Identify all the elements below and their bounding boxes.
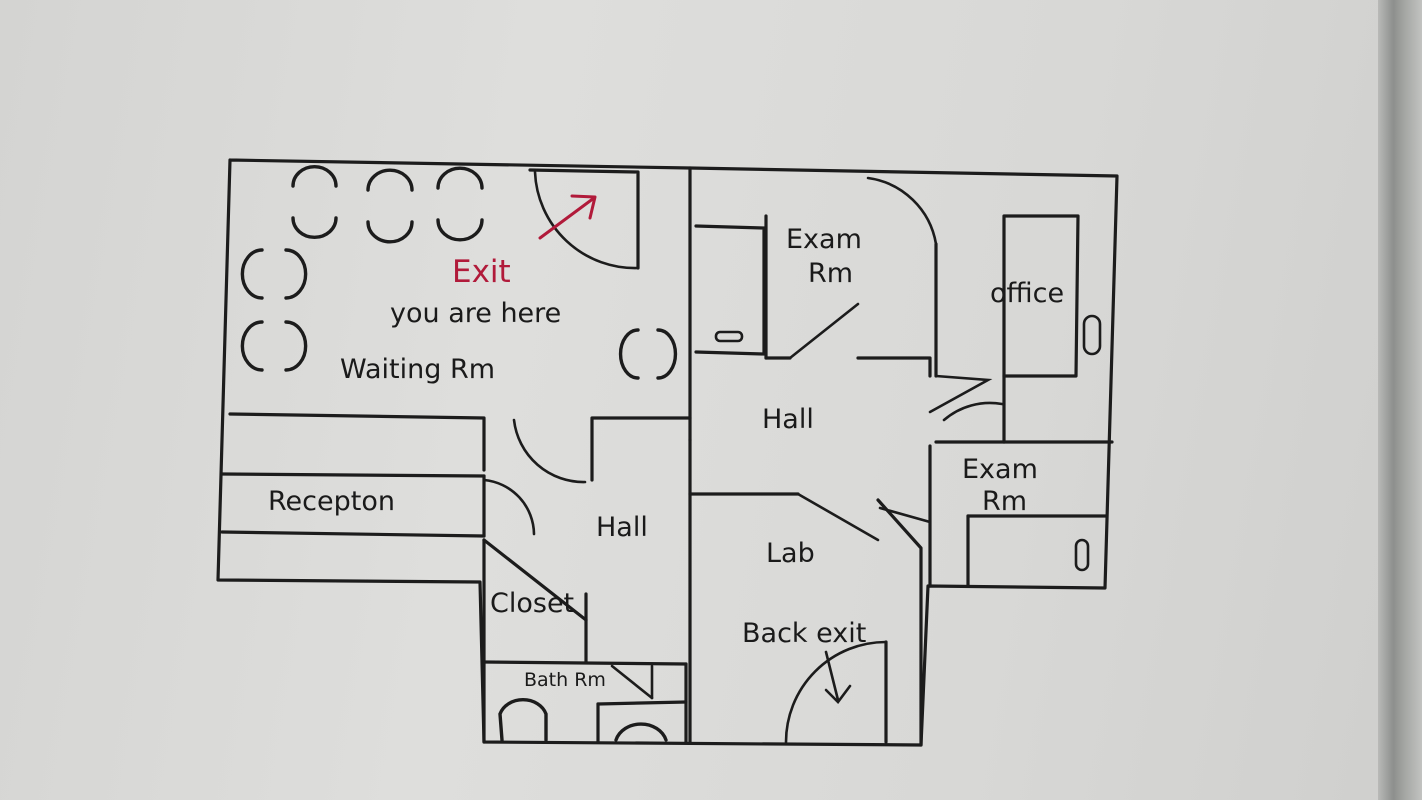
closet-and-bath	[482, 538, 688, 744]
exit-arrow-icon	[538, 194, 597, 240]
hall-label: Hall	[762, 404, 814, 435]
waiting-room-label: Waiting Rm	[340, 354, 495, 385]
lab-label: Lab	[766, 538, 815, 569]
you-are-here-label: you are here	[390, 298, 561, 329]
hall-label-2: Hall	[596, 512, 648, 543]
closet-label: Closet	[490, 588, 574, 619]
exam-room-2-label-line2: Rm	[982, 486, 1027, 517]
office-room	[942, 214, 1114, 444]
reception-area	[220, 472, 536, 538]
exam-room-2	[878, 374, 1108, 588]
outer-walls	[216, 158, 1119, 747]
exit-label: Exit	[452, 254, 511, 290]
exam-room-1-label-line1: Exam	[786, 224, 862, 255]
office-label: office	[990, 278, 1064, 309]
back-exit-label: Back exit	[742, 618, 866, 649]
back-exit-arrow-icon	[824, 650, 852, 704]
whiteboard-frame-edge	[1378, 0, 1422, 800]
exam-room-1	[694, 176, 938, 378]
reception-label: Recepton	[268, 486, 395, 517]
waiting-chairs	[240, 164, 678, 380]
exam-room-2-label-line1: Exam	[962, 454, 1038, 485]
waiting-room	[228, 166, 692, 484]
exam-room-1-label-line2: Rm	[808, 258, 853, 289]
bath-room-label: Bath Rm	[524, 669, 606, 691]
central-hall-and-lab	[688, 438, 923, 747]
